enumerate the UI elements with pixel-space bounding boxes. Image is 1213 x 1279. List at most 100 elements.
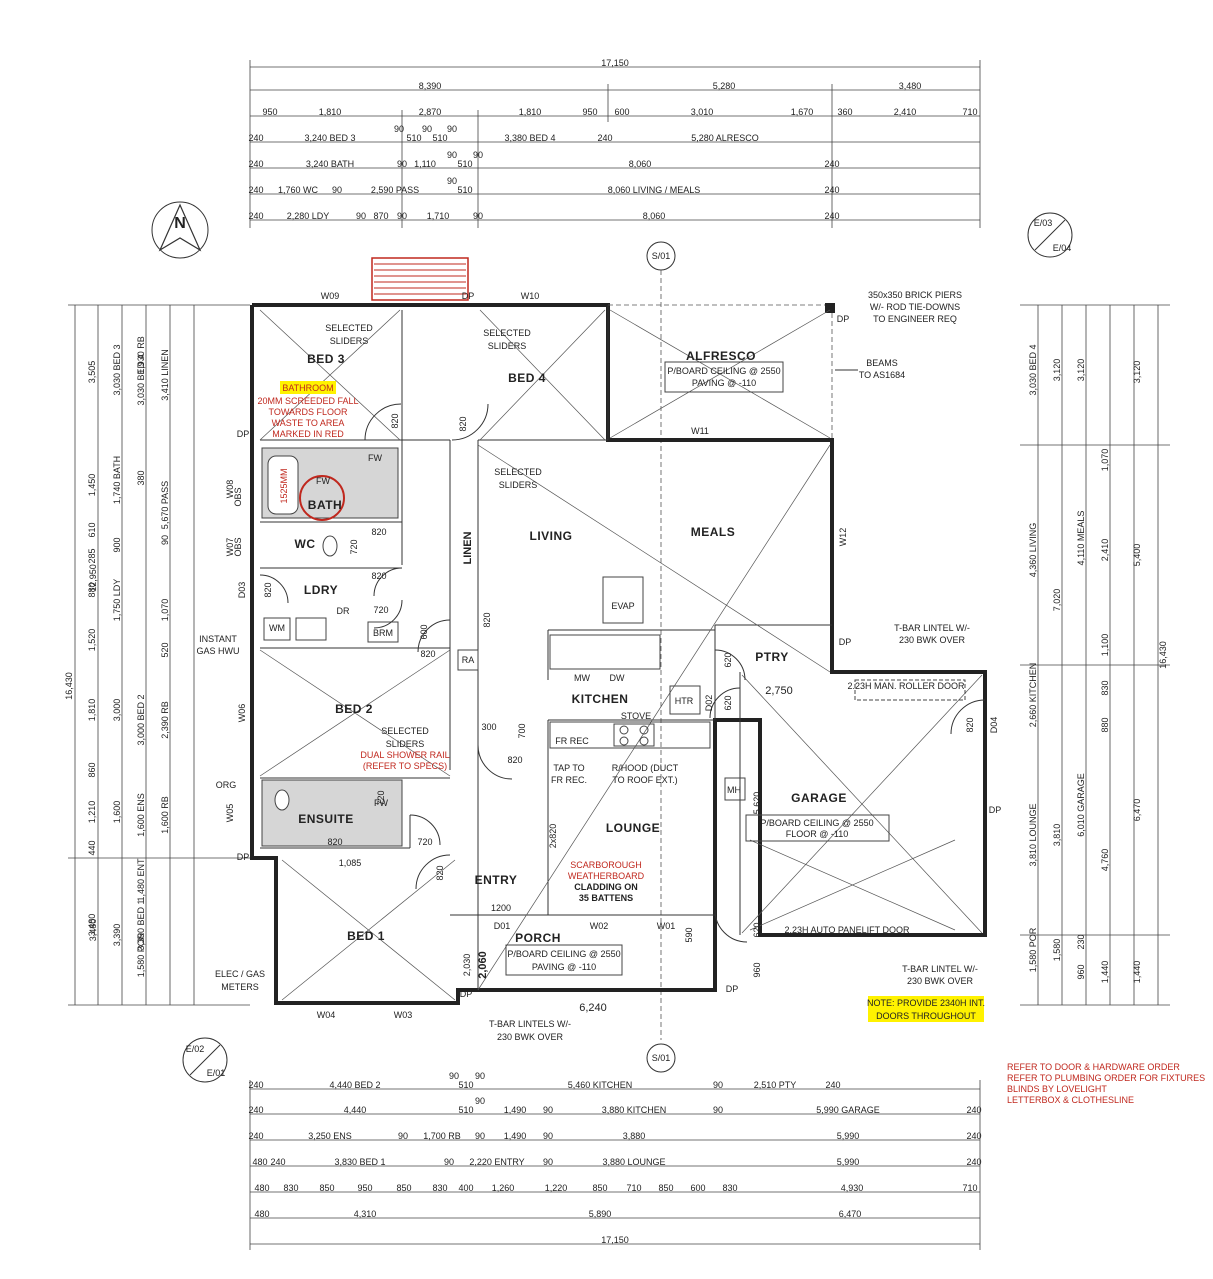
svg-text:820: 820	[371, 571, 386, 581]
dim-top-r6: 8,060	[643, 211, 666, 221]
dim-left: 1,740 BATH	[112, 456, 122, 504]
dim-right-6470: 6,470	[1132, 799, 1142, 822]
label-mw: MW	[574, 673, 590, 683]
dim-top-r6: 90	[473, 211, 483, 221]
north-label: N	[174, 215, 186, 232]
svg-text:TO AS1684: TO AS1684	[859, 370, 905, 380]
label-htr: HTR	[675, 696, 694, 706]
svg-text:1,085: 1,085	[339, 858, 362, 868]
svg-text:MARKED IN RED: MARKED IN RED	[272, 429, 344, 439]
dim-right: 1,580 POR	[1028, 927, 1038, 972]
bath-length: 1525MM	[279, 468, 289, 503]
svg-text:WEATHERBOARD: WEATHERBOARD	[568, 871, 645, 881]
room-alfresco: ALFRESCO	[686, 349, 756, 363]
dim-top-r2: 1,810	[519, 107, 542, 117]
room-entry: ENTRY	[475, 873, 518, 887]
svg-text:FR REC.: FR REC.	[551, 775, 587, 785]
svg-text:BEAMS: BEAMS	[866, 358, 898, 368]
dim-top-r1: 3,480	[899, 81, 922, 91]
svg-text:W09: W09	[321, 291, 340, 301]
dim-left: 2,390 RB	[160, 701, 170, 739]
dim-top-r3: 90	[394, 124, 404, 134]
svg-text:T-BAR LINTELS W/-: T-BAR LINTELS W/-	[489, 1019, 571, 1029]
room-meals: MEALS	[691, 525, 736, 539]
room-garage: GARAGE	[791, 791, 847, 805]
svg-text:CLADDING ON: CLADDING ON	[574, 882, 638, 892]
dim-top-r1: 8,390	[419, 81, 442, 91]
svg-text:820: 820	[263, 582, 273, 597]
svg-text:ORG: ORG	[216, 780, 237, 790]
section-marker-top: S/01	[646, 241, 676, 1040]
dim-bot-r5: 950	[357, 1183, 372, 1193]
svg-text:5,620: 5,620	[752, 792, 762, 815]
dim-right: 1,100	[1100, 634, 1110, 657]
room-lounge: LOUNGE	[606, 821, 660, 835]
svg-text:GAS HWU: GAS HWU	[196, 646, 239, 656]
dim-left: 3,030 BED 3	[112, 344, 122, 395]
top-dimensions: 17,150 8,390 5,280 3,480 950 1,810 2,870…	[248, 58, 981, 228]
dim-right-1440: 1,440	[1132, 961, 1142, 984]
svg-text:SLIDERS: SLIDERS	[488, 341, 527, 351]
svg-text:2,750: 2,750	[765, 685, 793, 697]
dim-right: 960	[1076, 964, 1086, 979]
svg-text:W02: W02	[590, 921, 609, 931]
floor-waste-ensuite: FW	[374, 798, 388, 808]
washing-machine	[263, 617, 291, 641]
dim-top-r3: 3,240 BED 3	[304, 133, 355, 143]
svg-text:DP: DP	[237, 429, 250, 439]
svg-text:DP: DP	[726, 984, 739, 994]
dim-top-r5: 8,060 LIVING / MEALS	[608, 185, 701, 195]
svg-text:820: 820	[327, 837, 342, 847]
obs-w08: OBS	[233, 487, 243, 506]
dim-bot-r5: 830	[722, 1183, 737, 1193]
svg-text:DP: DP	[460, 989, 473, 999]
svg-text:820: 820	[435, 865, 445, 880]
right-dimensions: 16,430 3,120 5,400 6,470 1,440 3,030 BED…	[1020, 304, 1170, 1006]
label-wm: WM	[269, 623, 285, 633]
svg-text:S/01: S/01	[652, 251, 671, 261]
bathroom-highlight	[280, 381, 336, 394]
dim-bot-r1: 90	[713, 1080, 723, 1090]
dim-top-r5: 2,590 PASS	[371, 185, 419, 195]
svg-text:820: 820	[965, 717, 975, 732]
svg-text:DUAL SHOWER RAIL: DUAL SHOWER RAIL	[360, 750, 449, 760]
room-kitchen: KITCHEN	[572, 692, 629, 706]
dim-left: 1,930 RB	[136, 336, 146, 374]
svg-text:TAP TO: TAP TO	[553, 763, 584, 773]
dim-bottom-total: 17,150	[601, 1235, 629, 1245]
svg-text:INSTANT: INSTANT	[199, 634, 237, 644]
dim-top-r4: 240	[248, 159, 263, 169]
dim-bot-r2: 240	[966, 1105, 981, 1115]
room-living: LIVING	[529, 529, 572, 543]
dim-bot-r2: 1,490	[504, 1105, 527, 1115]
svg-text:T-BAR LINTEL W/-: T-BAR LINTEL W/-	[902, 964, 978, 974]
kitchen-bench	[457, 361, 890, 976]
dim-left: 1,480 ENT	[136, 858, 146, 902]
toilet	[274, 789, 290, 811]
bathtub	[267, 455, 299, 515]
svg-text:20MM SCREEDED FALL: 20MM SCREEDED FALL	[257, 396, 358, 406]
dim-left: 1,070	[160, 599, 170, 622]
dim-left: 440	[87, 840, 97, 855]
dim-right-3120: 3,120	[1132, 361, 1142, 384]
svg-text:W05: W05	[225, 804, 235, 823]
svg-text:820: 820	[458, 416, 468, 431]
svg-text:350x350 BRICK PIERS: 350x350 BRICK PIERS	[868, 290, 962, 300]
dim-top-r4: 3,240 BATH	[306, 159, 354, 169]
label-mh: MH	[727, 785, 741, 795]
svg-text:820: 820	[390, 413, 400, 428]
dim-top-r6: 240	[824, 211, 839, 221]
svg-text:W07: W07	[225, 538, 235, 557]
dim-bot-r2: 240	[248, 1105, 263, 1115]
dim-left: 3,390 BED 1	[136, 899, 146, 950]
svg-text:METERS: METERS	[221, 982, 259, 992]
dim-top-r6: 870	[373, 211, 388, 221]
svg-text:PAVING @ -110: PAVING @ -110	[692, 378, 756, 388]
dim-top-r2: 600	[614, 107, 629, 117]
dim-bot-r4: 480	[252, 1157, 267, 1167]
bath-floor-waste-area	[299, 475, 345, 521]
label-brm: BRM	[373, 628, 393, 638]
dim-left: 3,030 BED 4	[136, 354, 146, 405]
dim-bot-r3: 3,250 ENS	[308, 1131, 352, 1141]
room-ensuite: ENSUITE	[298, 812, 354, 826]
